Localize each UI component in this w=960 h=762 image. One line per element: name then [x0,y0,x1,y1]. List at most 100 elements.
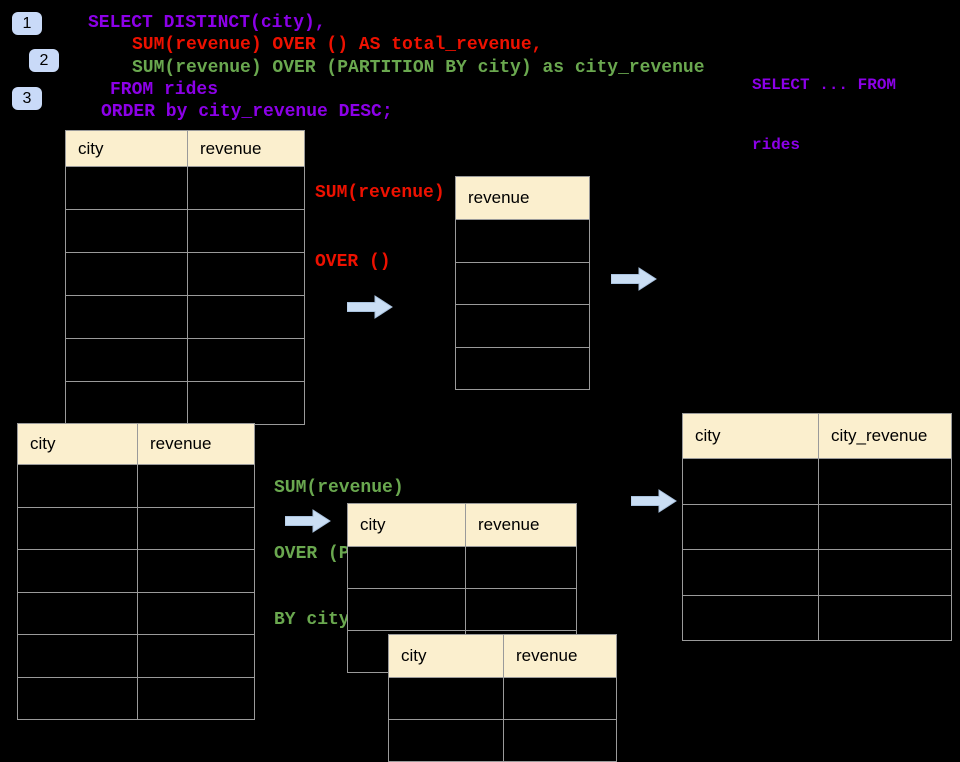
table-row [456,304,589,347]
table-cell-empty [66,210,187,252]
arrow-right-icon [347,295,393,319]
table-row [66,338,304,381]
table-row [18,549,254,592]
table-cell-empty [818,595,951,640]
table-cell-empty [389,678,503,719]
table-row [683,594,951,640]
step-badge-2: 2 [29,49,59,72]
sql-line-total-revenue: SUM(revenue) OVER () AS total_revenue, [132,35,543,55]
table-row [456,261,589,304]
table-cell-empty [456,347,589,389]
annotation-total-line-2: OVER () [315,252,391,272]
table-total-revenue: revenue [455,176,590,390]
annotation-total-line-1: SUM(revenue) [315,183,445,203]
table-row [66,295,304,338]
side-snippet: SELECT ... FROM rides [752,35,896,175]
table-cell-empty [456,305,589,347]
table-cell-empty [348,589,465,630]
side-snippet-line-2: rides [752,136,801,154]
annotation-total-revenue: SUM(revenue) OVER () [315,136,445,297]
arrow-right-icon [611,267,657,291]
table-row [389,677,616,719]
table-row [66,381,304,424]
column-header-city: city [401,646,427,665]
table-row [18,591,254,634]
table-cell-empty [187,382,304,424]
sql-line-from: FROM rides [110,80,219,100]
table-cell-empty [18,507,137,549]
table-row [348,546,576,588]
table-cell-empty [18,465,137,507]
table-row [18,506,254,549]
table-cell-empty [66,339,187,381]
annotation-partition-line-3: BY city) [274,610,361,630]
table-header-row: city city_revenue [683,414,951,458]
table-cell-empty [456,220,589,262]
table-city-revenue-result: city city_revenue [682,413,952,641]
table-cell-empty [137,592,254,634]
arrow-right-icon [285,509,331,533]
table-cell-empty [465,547,576,588]
table-partition-overlay: city revenue [388,634,617,762]
column-header-city: city [30,434,56,453]
table-row [348,588,576,630]
table-cell-empty [187,296,304,338]
table-cell-empty [389,720,503,761]
table-row [456,346,589,389]
table-cell-empty [683,504,818,549]
table-cell-empty [503,720,616,761]
step-badge-3: 3 [12,87,42,110]
table-row [389,719,616,761]
table-cell-empty [187,253,304,295]
table-rides-bottom: city revenue [17,423,255,720]
step-badge-1: 1 [12,12,42,35]
table-cell-empty [66,382,187,424]
column-header-city: city [695,426,721,445]
table-cell-empty [66,167,187,209]
table-cell-empty [465,589,576,630]
table-cell-empty [137,507,254,549]
table-cell-empty [18,550,137,592]
column-header-city_revenue: city_revenue [818,414,951,458]
table-cell-empty [503,678,616,719]
table-cell-empty [818,504,951,549]
table-cell-empty [683,550,818,595]
table-cell-empty [18,592,137,634]
table-cell-empty [137,677,254,719]
table-cell-empty [66,253,187,295]
table-row [18,634,254,677]
table-row [66,209,304,252]
sql-line-select: SELECT DISTINCT(city), [88,13,326,33]
column-header-revenue: revenue [503,635,616,677]
table-cell-empty [456,262,589,304]
table-header-row: revenue [456,177,589,219]
table-cell-empty [66,296,187,338]
table-cell-empty [818,459,951,504]
table-row [683,549,951,595]
table-row [66,252,304,295]
table-cell-empty [683,595,818,640]
table-cell-empty [187,167,304,209]
table-cell-empty [187,210,304,252]
table-cell-empty [137,550,254,592]
table-cell-empty [18,635,137,677]
table-cell-empty [187,339,304,381]
table-cell-empty [137,635,254,677]
table-row [18,676,254,719]
side-snippet-line-1: SELECT ... FROM [752,76,897,94]
annotation-partition-line-1: SUM(revenue) [274,478,404,498]
sql-line-order-by: ORDER by city_revenue DESC; [101,102,393,122]
table-row [66,166,304,209]
table-header-row: city revenue [389,635,616,677]
arrow-right-icon [631,489,677,513]
column-header-city: city [360,515,386,534]
table-header-row: city revenue [18,424,254,464]
sql-line-partition: SUM(revenue) OVER (PARTITION BY city) as… [132,58,705,78]
table-cell-empty [683,459,818,504]
table-cell-empty [137,465,254,507]
table-row [683,458,951,504]
column-header-revenue: revenue [137,424,254,464]
